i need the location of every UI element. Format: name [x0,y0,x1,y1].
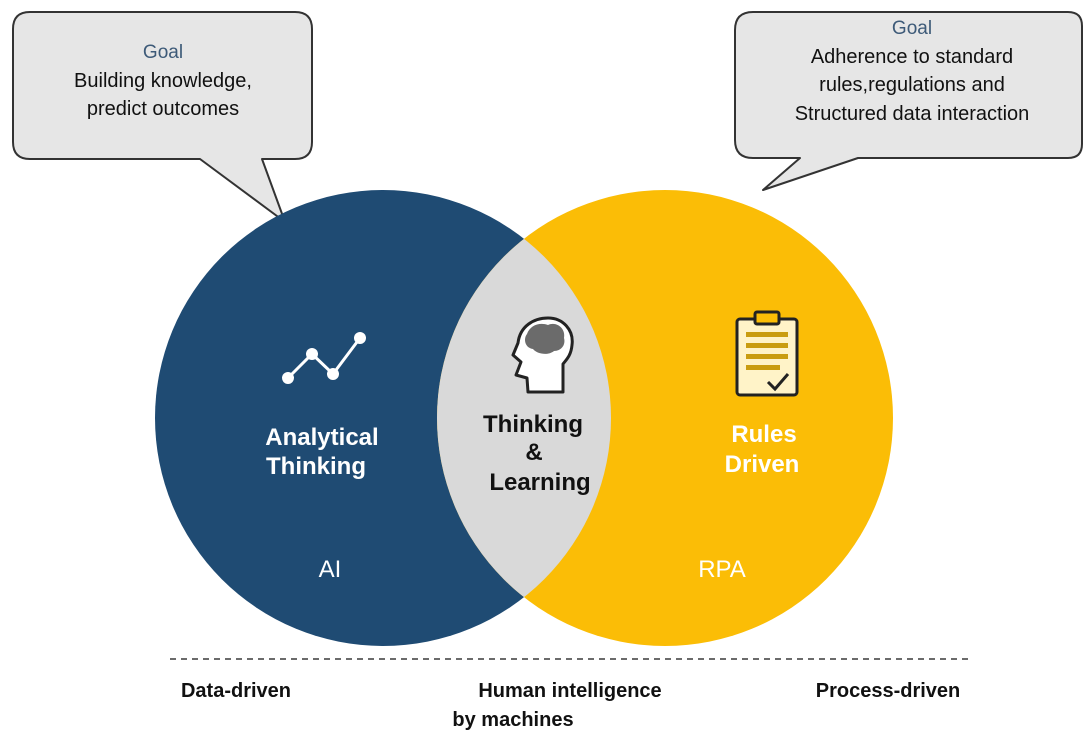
clipboard-checklist-icon [735,310,799,397]
ai-title-line-2: Thinking [266,453,366,480]
ai-title-line-1: Analytical [265,424,378,451]
ai-tag: AI [319,556,342,583]
left-goal-heading: Goal [143,42,183,63]
right-goal-heading: Goal [892,18,932,39]
overlap-title-line-1: Thinking [483,411,583,438]
brain-head-icon [511,316,574,394]
left-goal-line-2: predict outcomes [87,98,239,120]
rpa-tag: RPA [698,556,746,583]
footer-right-label: Process-driven [816,680,961,702]
left-goal-line-1: Building knowledge, [74,70,252,92]
overlap-title-line-3: Learning [489,469,590,496]
footer-center-line-1: Human intelligence [478,680,661,702]
line-chart-icon [282,332,366,384]
overlap-title-line-2: & [525,439,542,466]
footer-center-line-2: by machines [452,709,573,731]
footer-left-label: Data-driven [181,680,291,702]
right-goal-callout: Goal Adherence to standard rules,regulat… [734,11,1083,191]
rpa-title-line-1: Rules [731,421,796,448]
rpa-title-line-2: Driven [725,451,800,478]
right-goal-line-3: Structured data interaction [795,103,1030,125]
overlap-region [437,190,611,646]
left-goal-callout: Goal Building knowledge, predict outcome… [12,11,313,223]
right-goal-line-2: rules,regulations and [819,74,1005,96]
right-goal-line-1: Adherence to standard [811,46,1013,68]
